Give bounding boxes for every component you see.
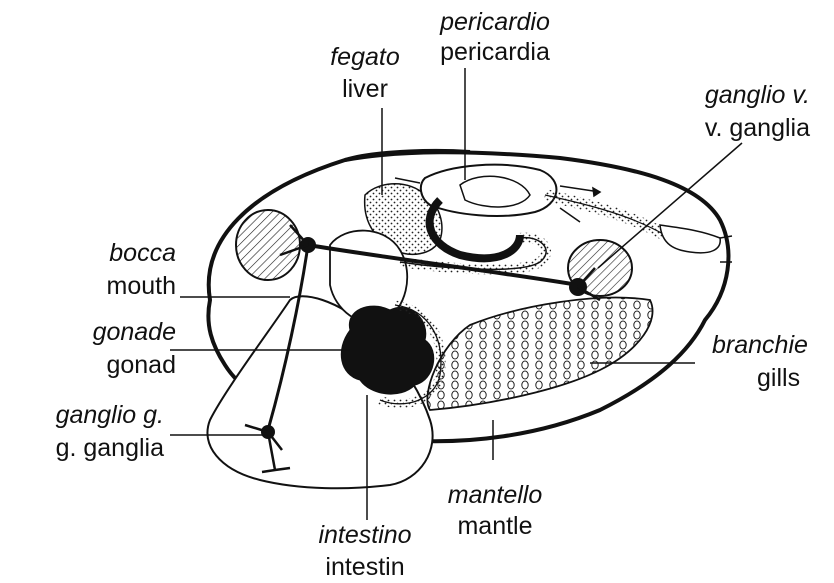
label-gonade-en: gonad [40,353,176,378]
label-gonade-it: gonade [40,320,176,345]
label-ganglio-g-it: ganglio g. [2,403,164,428]
anterior-muscle [236,210,300,280]
label-fegato-it: fegato [315,45,415,70]
label-intestino-it: intestino [290,523,440,548]
label-bocca-en: mouth [40,274,176,299]
label-intestino-en: intestin [290,555,440,580]
label-bocca-it: bocca [40,241,176,266]
label-ganglio-g-en: g. ganglia [2,436,164,461]
label-pericardio-it: pericardio [410,10,580,35]
label-ganglio-v-it: ganglio v. [640,83,810,108]
label-pericardio-en: pericardia [410,40,580,65]
label-branchie-it: branchie [712,333,808,358]
label-mantello-it: mantello [420,483,570,508]
label-mantello-en: mantle [420,514,570,539]
label-fegato-en: liver [315,77,415,102]
label-branchie-en: gills [757,366,800,391]
label-ganglio-v-en: v. ganglia [640,116,810,141]
